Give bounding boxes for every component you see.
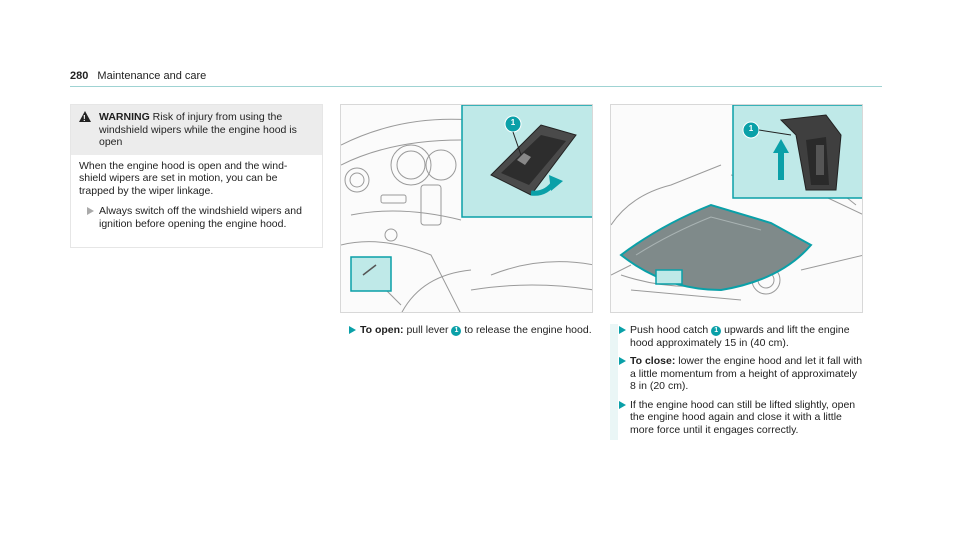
push-catch-step: Push hood catch 1 upwards and lift the e… bbox=[610, 324, 863, 349]
catch-callout-marker: 1 bbox=[748, 124, 754, 133]
step-arrow-icon bbox=[349, 326, 356, 334]
open-instructions: To open: pull lever 1 to release the eng… bbox=[340, 324, 593, 343]
figure-hood-release-lever: 1 bbox=[340, 104, 593, 313]
section-title: Maintenance and care bbox=[97, 70, 207, 82]
lever-callout-marker: 1 bbox=[510, 118, 516, 127]
open-step-text-end: to release the engine hood. bbox=[464, 324, 592, 336]
step-arrow-icon bbox=[87, 207, 94, 215]
warning-step: Always switch off the windshield wipers … bbox=[79, 205, 314, 230]
close-instructions: Push hood catch 1 upwards and lift the e… bbox=[610, 324, 863, 442]
open-step-text-start: pull lever bbox=[406, 324, 449, 336]
reclose-step-text: If the engine hood can still be lifted s… bbox=[630, 398, 856, 436]
hood-catch-location-highlight bbox=[655, 269, 683, 285]
lever-location-highlight bbox=[350, 256, 392, 292]
steps-band bbox=[610, 324, 618, 440]
warning-title: Risk of injury from using the windshield… bbox=[99, 111, 297, 148]
reclose-step: If the engine hood can still be lifted s… bbox=[610, 399, 863, 437]
engine-hood-highlight bbox=[619, 203, 813, 292]
step-arrow-icon bbox=[619, 357, 626, 365]
step-arrow-icon bbox=[619, 326, 626, 334]
open-step-label: To open: bbox=[360, 324, 404, 336]
close-step-label: To close: bbox=[630, 355, 676, 367]
interior-illustration bbox=[341, 105, 592, 312]
warning-text: When the engine hood is open and the win… bbox=[79, 159, 288, 197]
push-step-text-end: upwards and lift the engine hood approxi… bbox=[630, 324, 850, 349]
close-step: To close: lower the engine hood and let … bbox=[610, 355, 863, 393]
callout-1-icon: 1 bbox=[711, 326, 722, 336]
push-step-text-start: Push hood catch bbox=[630, 324, 709, 336]
warning-box: ! WARNING Risk of injury from using the … bbox=[70, 104, 323, 248]
callout-1-icon: 1 bbox=[451, 326, 462, 336]
header-divider bbox=[70, 86, 882, 87]
car-front-illustration bbox=[611, 105, 862, 301]
page-header: 280 Maintenance and care bbox=[70, 70, 206, 82]
page-number: 280 bbox=[70, 70, 89, 82]
step-arrow-icon bbox=[619, 400, 626, 409]
warning-label: WARNING bbox=[99, 111, 150, 123]
warning-triangle-icon: ! bbox=[79, 111, 91, 123]
warning-step-text: Always switch off the windshield wipers … bbox=[99, 205, 302, 230]
warning-header: ! WARNING Risk of injury from using the … bbox=[71, 105, 322, 155]
open-step: To open: pull lever 1 to release the eng… bbox=[340, 324, 593, 337]
figure-hood-catch: 1 bbox=[610, 104, 863, 313]
warning-body: When the engine hood is open and the win… bbox=[71, 155, 322, 236]
close-step-text: lower the engine hood and let it fall wi… bbox=[630, 355, 863, 392]
